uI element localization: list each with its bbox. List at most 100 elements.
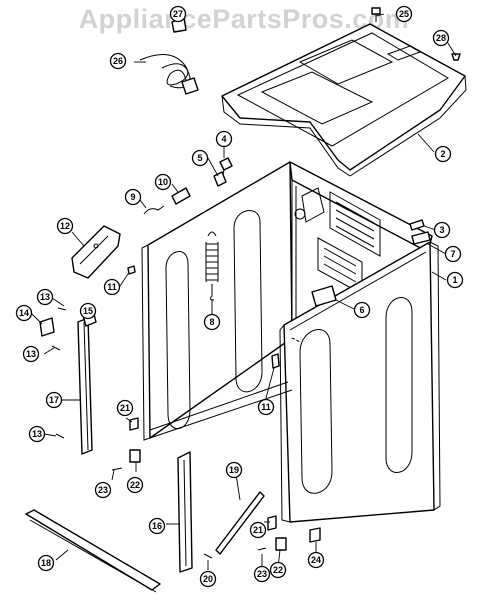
callout-19: 19 xyxy=(225,461,243,479)
callout-label: 3 xyxy=(439,225,444,235)
power-cord xyxy=(139,54,199,95)
callout-circle xyxy=(15,304,33,322)
callout-11: 11 xyxy=(257,398,275,416)
rod xyxy=(215,491,265,555)
callout-24: 24 xyxy=(307,551,325,569)
callout-circle xyxy=(36,288,54,306)
top-cover xyxy=(221,23,467,177)
callout-2: 2 xyxy=(434,145,452,163)
callout-label: 19 xyxy=(229,465,239,475)
callout-label: 27 xyxy=(173,9,183,19)
callout-circle xyxy=(225,461,243,479)
callout-label: 28 xyxy=(436,33,446,43)
callout-label: 1 xyxy=(452,275,457,285)
callout-23: 23 xyxy=(94,481,112,499)
bracket xyxy=(71,225,121,279)
toe-panel xyxy=(25,509,161,593)
callout-label: 13 xyxy=(26,349,36,359)
callout-circle xyxy=(253,565,271,583)
callout-label: 26 xyxy=(113,56,123,66)
callout-5: 5 xyxy=(191,149,209,167)
callout-label: 24 xyxy=(311,555,321,565)
callout-label: 22 xyxy=(273,565,283,575)
callout-9: 9 xyxy=(124,188,142,206)
callout-28: 28 xyxy=(432,29,450,47)
callout-18: 18 xyxy=(37,554,55,572)
callout-11: 11 xyxy=(103,278,121,296)
feet-hardware xyxy=(111,417,321,559)
callout-circle xyxy=(432,29,450,47)
callout-circle xyxy=(94,481,112,499)
callout-20: 20 xyxy=(199,570,217,588)
callout-25: 25 xyxy=(395,5,413,23)
callout-label: 23 xyxy=(257,569,267,579)
callout-label: 16 xyxy=(152,521,162,531)
callout-circle xyxy=(444,245,462,263)
callout-circle xyxy=(28,425,46,443)
callout-circle xyxy=(37,554,55,572)
callout-label: 12 xyxy=(60,221,70,231)
callout-label: 13 xyxy=(32,429,42,439)
callout-circle xyxy=(154,173,172,191)
callout-circle xyxy=(126,476,144,494)
callout-label: 5 xyxy=(197,153,202,163)
callout-label: 21 xyxy=(120,403,130,413)
callout-23: 23 xyxy=(253,565,271,583)
callout-circle xyxy=(79,302,97,320)
callout-13: 13 xyxy=(28,425,46,443)
callout-circle xyxy=(124,188,142,206)
callout-circle xyxy=(191,149,209,167)
callout-label: 18 xyxy=(41,558,51,568)
callout-circle xyxy=(22,345,40,363)
callout-label: 11 xyxy=(107,282,117,292)
front-leg-bracket xyxy=(177,451,193,573)
callout-label: 15 xyxy=(83,306,93,316)
callout-circle xyxy=(169,5,187,23)
callout-circle xyxy=(446,271,464,289)
callout-circle xyxy=(45,391,63,409)
callout-7: 7 xyxy=(444,245,462,263)
callout-17: 17 xyxy=(45,391,63,409)
callout-label: 23 xyxy=(98,485,108,495)
callout-circle xyxy=(269,561,287,579)
callout-circle xyxy=(434,145,452,163)
callout-label: 9 xyxy=(130,192,135,202)
callout-circle xyxy=(249,521,267,539)
callout-label: 22 xyxy=(130,480,140,490)
watermark: AppliancePartsPros.com xyxy=(78,4,410,34)
callout-16: 16 xyxy=(148,517,166,535)
callout-circle xyxy=(215,130,233,148)
callout-label: 11 xyxy=(261,402,271,412)
callout-label: 4 xyxy=(221,134,226,144)
callout-label: 25 xyxy=(399,9,409,19)
callout-27: 27 xyxy=(169,5,187,23)
callout-circle xyxy=(103,278,121,296)
callout-8: 8 xyxy=(203,313,221,331)
left-leg-bracket xyxy=(39,305,97,455)
callout-circle xyxy=(257,398,275,416)
callout-15: 15 xyxy=(79,302,97,320)
callout-label: 8 xyxy=(209,317,214,327)
callout-label: 10 xyxy=(158,177,168,187)
callout-label: 14 xyxy=(19,308,29,318)
rear-vent xyxy=(317,191,381,295)
cabinet xyxy=(141,161,441,523)
callout-label: 13 xyxy=(40,292,50,302)
callout-4: 4 xyxy=(215,130,233,148)
callout-circle xyxy=(307,551,325,569)
callout-22: 22 xyxy=(269,561,287,579)
callout-6: 6 xyxy=(353,301,371,319)
callout-circle xyxy=(433,221,451,239)
hardware-parts xyxy=(127,7,461,369)
callout-22: 22 xyxy=(126,476,144,494)
callout-circle xyxy=(56,217,74,235)
callout-3: 3 xyxy=(433,221,451,239)
callout-circle xyxy=(109,52,127,70)
callout-circle xyxy=(148,517,166,535)
callout-1: 1 xyxy=(446,271,464,289)
callout-13: 13 xyxy=(36,288,54,306)
callout-circle xyxy=(395,5,413,23)
callout-26: 26 xyxy=(109,52,127,70)
